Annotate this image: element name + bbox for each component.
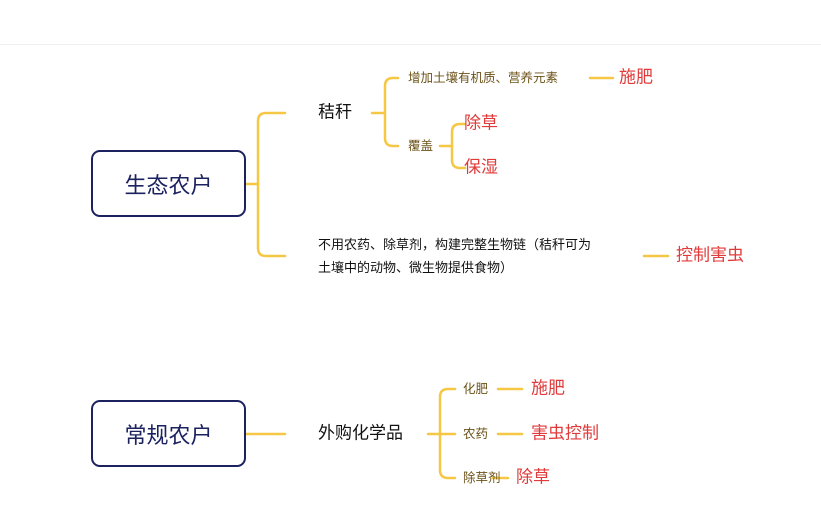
eco-connector <box>243 111 287 258</box>
fertilize-leaf: 施肥 <box>619 67 653 88</box>
biochain-line2: 土壤中的动物、微生物提供食物） <box>318 261 514 276</box>
biochain-line1: 不用农药、除草剂，构建完整生物链（秸秆可为 <box>318 238 592 253</box>
cover-node: 覆盖 <box>408 137 434 153</box>
cover-connector <box>438 122 467 170</box>
weeding-leaf: 除草 <box>464 113 498 134</box>
straw-node: 秸秆 <box>318 102 352 123</box>
chem-connector <box>426 387 457 480</box>
weeding-leaf-2: 除草 <box>516 467 550 488</box>
pest-control-leaf: 控制害虫 <box>676 245 744 266</box>
chemicals-node: 外购化学品 <box>318 423 403 444</box>
fertilizer-node: 化肥 <box>463 380 489 396</box>
conventional-farmer-node: 常规农户 <box>91 400 246 467</box>
increase-node: 增加土壤有机质、营养元素 <box>408 69 559 85</box>
top-divider <box>0 44 821 45</box>
eco-farmer-node: 生态农户 <box>91 150 246 217</box>
pesticide-node: 农药 <box>463 425 489 441</box>
pest-control-leaf-2: 害虫控制 <box>531 423 599 444</box>
straw-connector <box>370 76 400 148</box>
fertilize-leaf-2: 施肥 <box>531 378 565 399</box>
herbicide-node: 除草剂 <box>463 469 501 485</box>
moisture-leaf: 保湿 <box>464 157 498 178</box>
biochain-node: 不用农药、除草剂，构建完整生物链（秸秆可为 土壤中的动物、微生物提供食物） <box>318 234 591 280</box>
item-connectors <box>491 387 524 480</box>
